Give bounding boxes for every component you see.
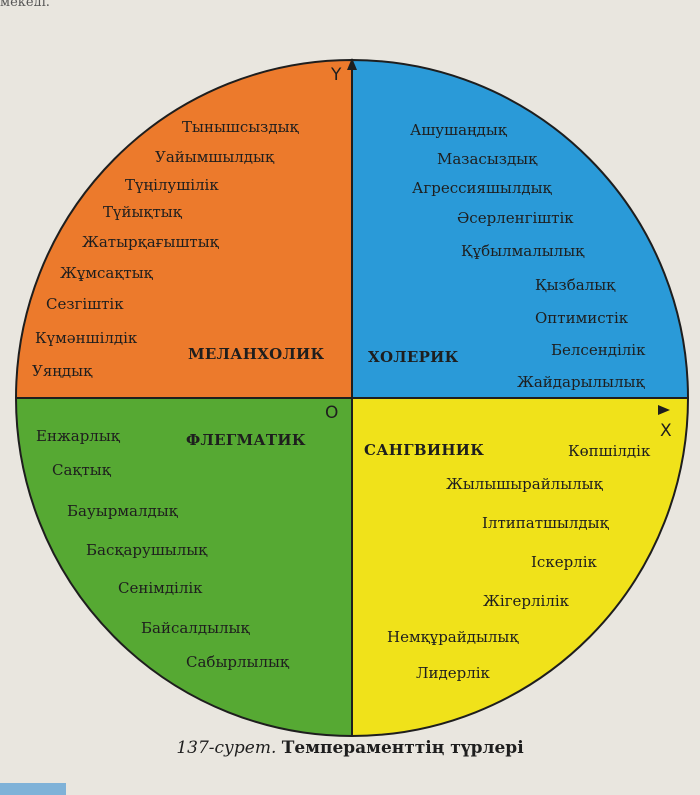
melancholic-trait: Түйықтық (103, 203, 183, 221)
melancholic-trait: Жатырқағыштық (82, 233, 220, 251)
sanguine-trait: Лидерлік (416, 664, 491, 682)
melancholic-quadrant (14, 58, 353, 399)
sanguine-quadrant (351, 397, 690, 738)
choleric-trait: Белсенділік (551, 341, 646, 359)
phlegmatic-trait: Байсалдылық (141, 619, 250, 637)
x-axis-label: X (660, 421, 672, 441)
choleric-trait: Ашушаңдық (410, 121, 508, 139)
phlegmatic-trait: Бауырмалдық (67, 502, 179, 520)
melancholic-trait: Күмәншілдік (35, 329, 138, 347)
y-axis-label: Y (330, 65, 342, 85)
melancholic-trait: Түңілушілік (125, 176, 219, 194)
phlegmatic-trait: Басқарушылық (86, 541, 208, 559)
sanguine-trait: Көпшілдік (568, 442, 651, 460)
melancholic-trait: Уайымшылдық (155, 148, 275, 166)
phlegmatic-trait: Сенімділік (118, 579, 203, 597)
temperament-diagram: Y X O Тынышсыздық Уайымшылдық Түңілушілі… (14, 58, 690, 738)
choleric-trait: Қызбалық (535, 276, 616, 294)
melancholic-trait: Сезгіштік (46, 295, 124, 313)
phlegmatic-quadrant (14, 397, 353, 738)
sanguine-trait: Немқұрайдылық (387, 628, 519, 646)
choleric-trait: Агрессияшылдық (412, 179, 553, 197)
sanguine-trait: Жылышырайлылық (446, 475, 604, 493)
melancholic-trait: Уяңдық (32, 362, 93, 380)
sanguine-label: САНГВИНИК (364, 441, 484, 459)
phlegmatic-trait: Енжарлық (36, 427, 121, 445)
sanguine-trait: Іскерлік (531, 553, 598, 571)
choleric-label: ХОЛЕРИК (368, 348, 459, 366)
y-axis-arrow (347, 58, 357, 70)
previous-text-line: мекеді. (0, 0, 700, 6)
phlegmatic-trait: Сабырлылық (186, 653, 290, 671)
melancholic-trait: Жұмсақтық (60, 264, 154, 282)
phlegmatic-label: ФЛЕГМАТИК (186, 431, 306, 449)
melancholic-label: МЕЛАНХОЛИК (188, 345, 325, 363)
sanguine-trait: Ілтипатшылдық (482, 514, 610, 532)
origin-label: O (325, 403, 338, 423)
figure-caption: 137-сурет. Темпераменттің түрлері (0, 738, 700, 758)
choleric-trait: Оптимистік (535, 309, 629, 327)
choleric-trait: Мазасыздық (437, 150, 538, 168)
melancholic-trait: Тынышсыздық (182, 118, 300, 136)
choleric-quadrant (351, 58, 690, 399)
choleric-trait: Әсерленгіштік (457, 209, 574, 227)
x-axis-arrow (658, 405, 670, 415)
figure-title: Темпераменттің түрлері (281, 738, 524, 758)
phlegmatic-trait: Сақтық (52, 461, 112, 479)
sanguine-trait: Жігерлілік (483, 592, 570, 610)
page-corner-mark (0, 783, 66, 795)
figure-number: 137-сурет. (176, 738, 277, 758)
choleric-trait: Жайдарылылық (517, 373, 645, 391)
choleric-trait: Құбылмалылық (461, 242, 585, 260)
